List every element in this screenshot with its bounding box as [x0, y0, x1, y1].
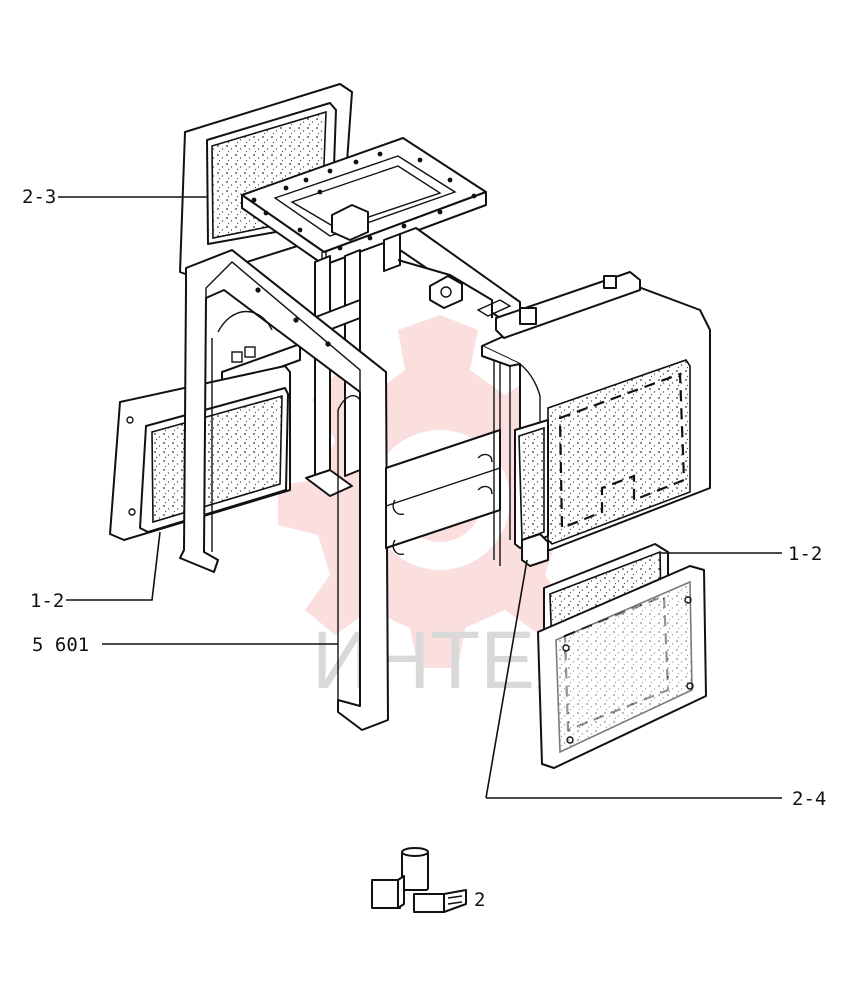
- small-parts-kit-icon: [371, 847, 467, 913]
- lower-crossbar: [385, 429, 501, 555]
- plate-holes: [251, 151, 477, 251]
- callout-1-2-right: 1-2: [788, 543, 822, 565]
- leader-lines: [58, 196, 782, 799]
- front-leg-frame: [179, 249, 389, 731]
- right-side-panel-with-foam: [537, 543, 707, 769]
- top-mounting-plate: [241, 137, 487, 266]
- leader-1-2-left: [66, 531, 161, 601]
- leader-2-4: [485, 559, 782, 799]
- callout-2-4: 2-4: [792, 788, 826, 810]
- callout-1-2-left: 1-2: [30, 590, 64, 612]
- callout-2: 2: [474, 889, 485, 911]
- drawer-housing: [476, 271, 711, 567]
- callout-5601: 5 601: [32, 634, 89, 656]
- callout-2-3: 2-3: [22, 186, 56, 208]
